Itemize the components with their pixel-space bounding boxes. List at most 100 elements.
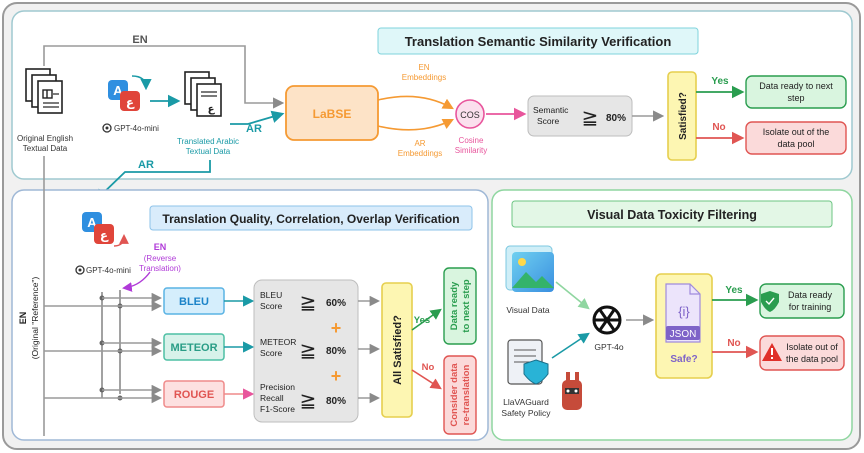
quality-ready-box [443,267,477,345]
en-arrow-top [43,45,285,109]
side-en-label: EN [18,312,28,325]
gpt-mini-label-top: GPT-4o-mini [114,124,159,133]
cosine-circle [455,99,485,129]
rouge-threshold: 80% [326,396,346,407]
top-isolate-label-1: Isolate out of the [763,127,830,137]
gpt4o-label: GPT-4o [594,342,624,352]
score-panel [253,279,359,423]
labse-label: LaBSE [313,107,352,121]
meteor-geq: ≧ [300,340,317,362]
satisfied-box [667,71,697,161]
ar-embeddings-label-1: AR [414,139,425,148]
ar-return-arrow [94,160,211,202]
top-ready-box [745,75,847,109]
side-reference-label: (Original "Reference") [30,277,40,360]
quality-no-arrow [411,369,442,390]
meteor-score-label-2: Score [260,348,282,358]
reverse-label-1: (Reverse [144,254,177,263]
translate-icon: A ع [108,75,152,111]
translated-data-label-2: Textual Data [186,147,231,156]
plus-2: + [331,366,342,386]
tox-ready-box [759,283,845,319]
quality-panel [11,189,489,441]
policy-label-1: LlaVAGuard [503,397,549,407]
reverse-en-label: EN [154,242,167,252]
top-ready-label-2: step [787,93,804,103]
consider-label-2: re-translation [461,364,472,425]
openai-logo-icon-bottom [75,265,85,275]
metric-input-lines [44,292,163,404]
cosine-similarity-label-1: Cosine [459,136,484,145]
ar-embedding-arrow [377,118,455,131]
tox-isolate-label-2: the data pool [786,354,838,364]
openai-logo-icon [102,123,112,133]
top-ready-label-1: Data ready to next [759,81,833,91]
original-data-label-2: Textual Data [23,144,68,153]
svg-text:ع: ع [208,104,216,115]
semantic-threshold: 80% [606,113,626,124]
tox-no-label: No [727,338,740,349]
en-embedding-arrow [377,95,454,110]
ar-arrow-to-labse [230,110,285,125]
json-label: JSON [670,329,697,340]
rouge-score-label-1: Precision [260,382,295,392]
rouge-label: ROUGE [174,389,214,401]
gpt4o-logo-icon [592,305,622,335]
quality-yes-arrow [411,308,442,331]
reverse-label-2: Translation) [139,264,181,273]
json-braces-label: {i} [678,304,690,319]
quality-panel-title: Translation Quality, Correlation, Overla… [162,212,459,226]
json-tag [666,326,700,340]
translated-arabic-docs-icon: ع [184,71,222,117]
gpt-mini-label-bottom: GPT-4o-mini [86,266,131,275]
bleu-label: BLEU [179,296,209,308]
consider-label-1: Consider data [449,363,460,427]
svg-text:ع: ع [126,95,135,109]
satisfied-label: Satisfied? [678,92,689,140]
top-panel-title-box [377,27,699,55]
rouge-geq: ≧ [300,390,317,412]
meteor-threshold: 80% [326,346,346,357]
translated-data-label-1: Translated Arabic [177,137,239,146]
svg-text:A: A [113,83,123,98]
llama-mascot-icon [562,372,582,410]
cos-label: COS [460,110,480,120]
tox-ready-label-2: for training [789,302,832,312]
top-panel-title: Translation Semantic Similarity Verifica… [405,34,672,49]
top-isolate-box [745,121,847,155]
scores-to-decision-arrows [358,295,381,404]
plus-1: + [331,318,342,338]
meteor-score-label-1: METEOR [260,337,296,347]
cosine-similarity-label-2: Similarity [455,146,487,155]
all-satisfied-box [381,282,413,418]
tox-ready-label-1: Data ready [788,290,833,300]
ar-arrow-label: AR [246,123,262,135]
warning-icon [762,343,782,361]
rouge-score-label-2: Recall [260,393,284,403]
shield-check-icon [761,291,779,312]
consider-retranslation-box [443,355,477,435]
toxicity-panel-title: Visual Data Toxicity Filtering [587,208,757,222]
quality-ready-label-2: to next step [461,279,472,333]
reverse-translate-icon: A ع [82,212,129,247]
policy-label-2: Safety Policy [501,408,551,418]
labse-box [285,85,379,141]
safe-label: Safe? [670,354,697,365]
quality-panel-title-box [149,205,473,231]
all-satisfied-label: All Satisfied? [392,315,404,385]
bleu-score-label-2: Score [260,301,282,311]
image-icon [505,245,554,292]
tox-isolate-label-1: Isolate out of [786,342,838,352]
en-arrow-label: EN [132,34,147,46]
quality-ready-label-1: Data ready [449,281,460,330]
en-embeddings-label-2: Embeddings [402,73,446,82]
geq-symbol-top: ≧ [582,107,599,129]
ar-embeddings-label-2: Embeddings [398,149,442,158]
svg-text:A: A [87,215,97,230]
ar-return-label: AR [138,159,154,171]
semantic-score-label-2: Score [537,116,559,126]
top-yes-label: Yes [711,76,729,87]
visual-to-gpt-arrow [555,281,590,310]
original-data-label-1: Original English [17,134,73,143]
